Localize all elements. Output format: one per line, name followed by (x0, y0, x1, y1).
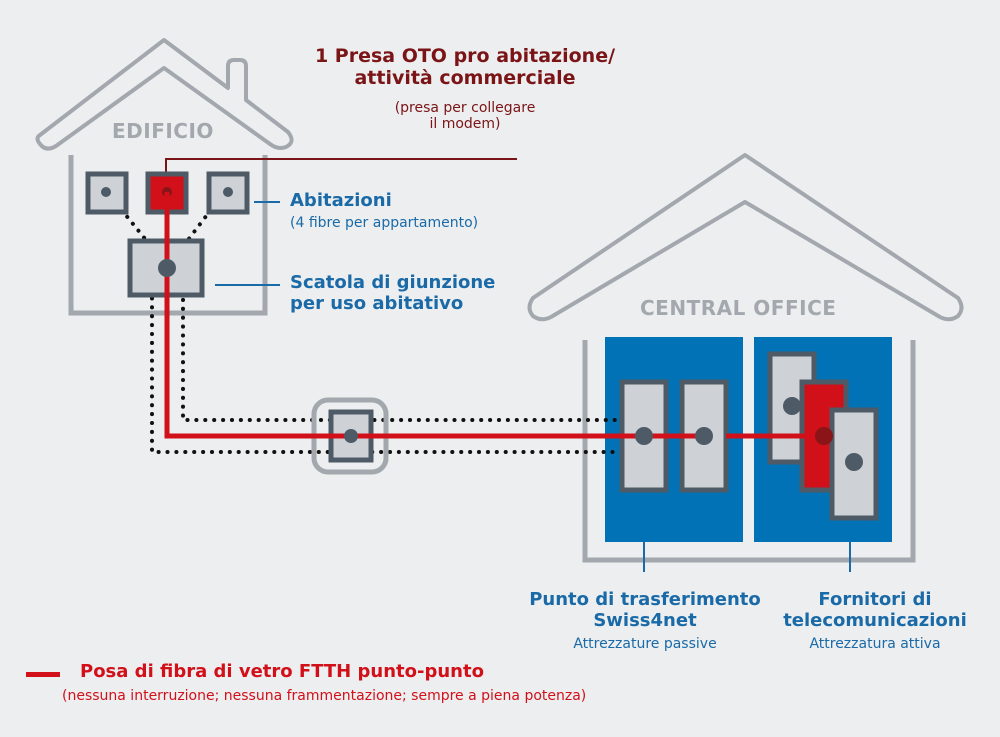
scatola-title: Scatola di giunzione per uso abitativo (290, 272, 496, 314)
fornitori-title-line2: telecomunicazioni (783, 609, 967, 631)
passive-port-icon (695, 427, 713, 445)
outlet-port-icon (223, 187, 233, 197)
junction-port-icon (158, 259, 176, 277)
oto-sub-line2: il modem) (429, 116, 501, 133)
splice-port-icon (344, 429, 358, 443)
scatola-title-line2: per uso abitativo (290, 292, 464, 314)
active-port-icon (815, 427, 833, 445)
outlet-port-icon (101, 187, 111, 197)
edificio-label: EDIFICIO (112, 119, 214, 143)
scatola-title-line1: Scatola di giunzione (290, 272, 496, 293)
abitazioni-subtitle: (4 fibre per appartamento) (290, 215, 479, 231)
oto-subtitle: (presa per collegare il modem) (300, 100, 630, 132)
oto-title-line1: 1 Presa OTO pro abitazione/ (314, 45, 616, 67)
central-office-label: CENTRAL OFFICE (640, 296, 837, 320)
abitazioni-title: Abitazioni (290, 190, 392, 211)
punto-title-line1: Punto di trasferimento (529, 589, 761, 610)
active-port-icon (783, 397, 801, 415)
edificio-roof (35, 38, 294, 151)
fornitori-subtitle: Attrezzatura attiva (809, 636, 941, 652)
central-office-walls (582, 340, 916, 563)
legend-subtitle: (nessuna interruzione; nessuna frammenta… (62, 688, 587, 704)
active-port-icon (845, 453, 863, 471)
punto-trasferimento-title: Punto di trasferimento Swiss4net (510, 589, 780, 631)
oto-title-line2: attività commerciale (354, 66, 576, 89)
punto-trasferimento-subtitle: Attrezzature passive (573, 636, 717, 652)
central-office-roof (527, 153, 964, 322)
legend-red-line-icon (26, 672, 60, 677)
legend-title: Posa di fibra di vetro FTTH punto-punto (80, 661, 484, 682)
fornitori-title: Fornitori di telecomunicazioni (770, 589, 980, 631)
punto-title-line2: Swiss4net (593, 609, 697, 631)
oto-sub-line1: (presa per collegare (394, 100, 536, 116)
fornitori-title-line1: Fornitori di (818, 589, 932, 610)
oto-title: 1 Presa OTO pro abitazione/ attività com… (300, 45, 630, 90)
central-office-building (527, 153, 964, 563)
passive-port-icon (635, 427, 653, 445)
